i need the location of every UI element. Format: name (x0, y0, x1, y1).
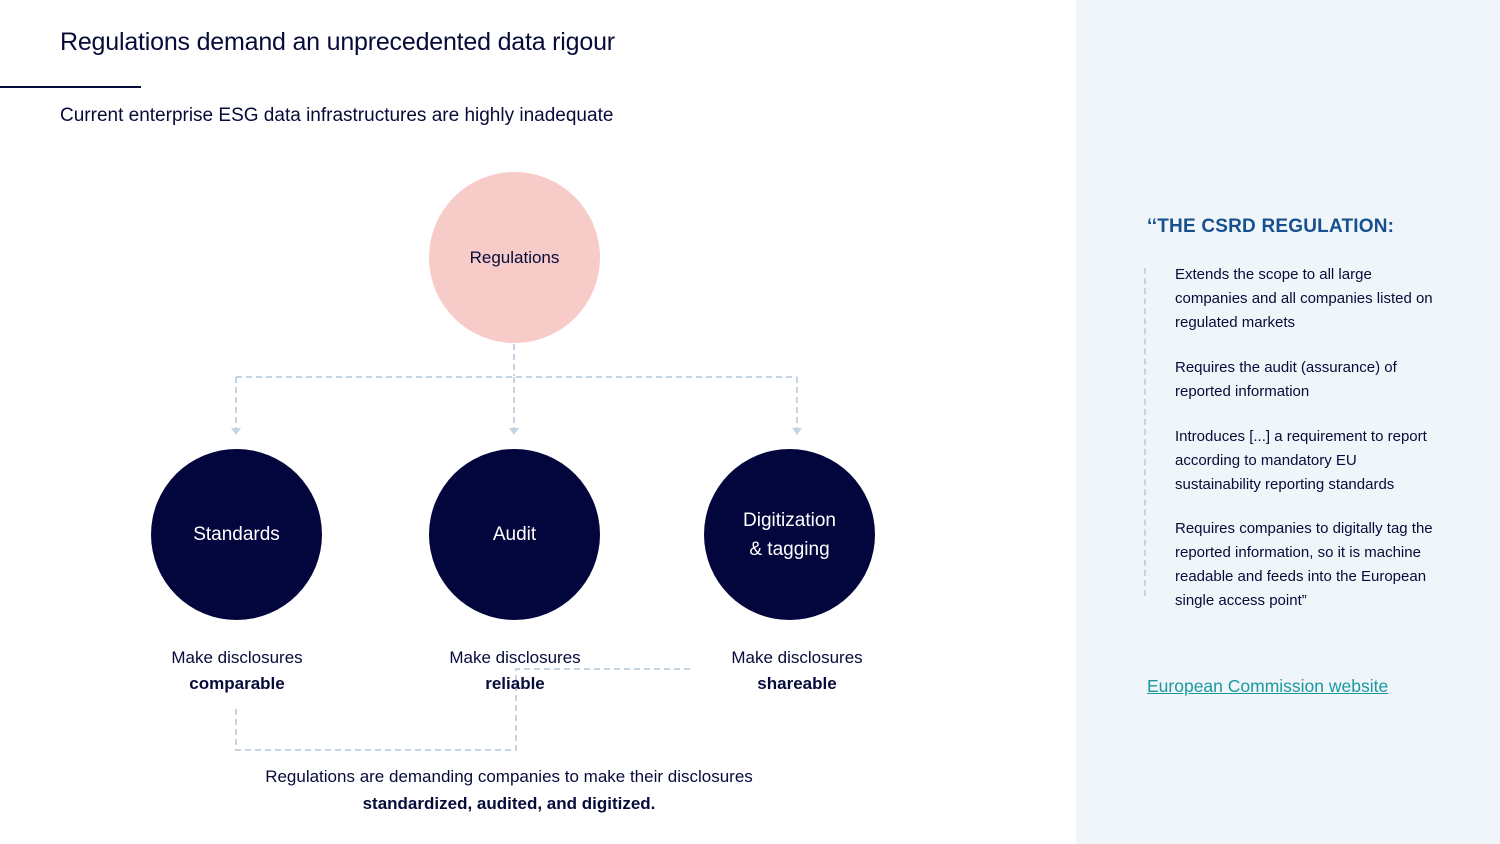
quote-item: Requires companies to digitally tag the … (1175, 520, 1433, 609)
sidebar-panel (1076, 0, 1500, 844)
arrowhead-right (792, 428, 802, 435)
digitization-node: Digitization & tagging (704, 449, 875, 620)
audit-caption: Make disclosures reliable (415, 645, 615, 697)
audit-node-label: Audit (492, 524, 537, 545)
connector-lines (231, 344, 802, 751)
standards-node: Standards (151, 449, 322, 620)
caption-bold: comparable (189, 674, 285, 693)
european-commission-link[interactable]: European Commission website (1147, 676, 1389, 696)
arrowhead-left (231, 428, 241, 435)
quote-bar (1144, 268, 1146, 596)
digitization-node-label: Digitization & tagging (743, 506, 836, 564)
regulations-node: Regulations (429, 172, 600, 343)
regulations-node-label: Regulations (469, 247, 560, 267)
connector-bottom-bracket (235, 668, 690, 751)
summary-plain: Regulations are demanding companies to m… (265, 767, 753, 786)
arrowhead-center (509, 428, 519, 435)
caption-bold: reliable (485, 674, 545, 693)
summary-bold: standardized, audited, and digitized. (362, 794, 656, 813)
title-underline (0, 86, 141, 88)
page-subtitle: Current enterprise ESG data infrastructu… (60, 105, 614, 126)
quote-item: Introduces [...] a requirement to report… (1175, 428, 1427, 493)
standards-caption: Make disclosures comparable (137, 645, 337, 697)
digitization-label-line1: Digitization (743, 509, 836, 531)
caption-bold: shareable (757, 674, 837, 693)
audit-node: Audit (429, 449, 600, 620)
digitization-label-line2: & tagging (749, 538, 830, 560)
sidebar-heading: ‘‘THE CSRD REGULATION: (1147, 216, 1395, 237)
caption-plain: Make disclosures (731, 648, 863, 667)
quote-item: Requires the audit (assurance) of report… (1175, 359, 1397, 400)
quote-item: Extends the scope to all large companies… (1175, 266, 1433, 331)
caption-plain: Make disclosures (449, 648, 581, 667)
digitization-caption: Make disclosures shareable (697, 645, 897, 697)
page-title: Regulations demand an unprecedented data… (60, 28, 615, 56)
caption-plain: Make disclosures (171, 648, 303, 667)
standards-node-label: Standards (193, 524, 280, 545)
summary-note: Regulations are demanding companies to m… (200, 763, 818, 817)
